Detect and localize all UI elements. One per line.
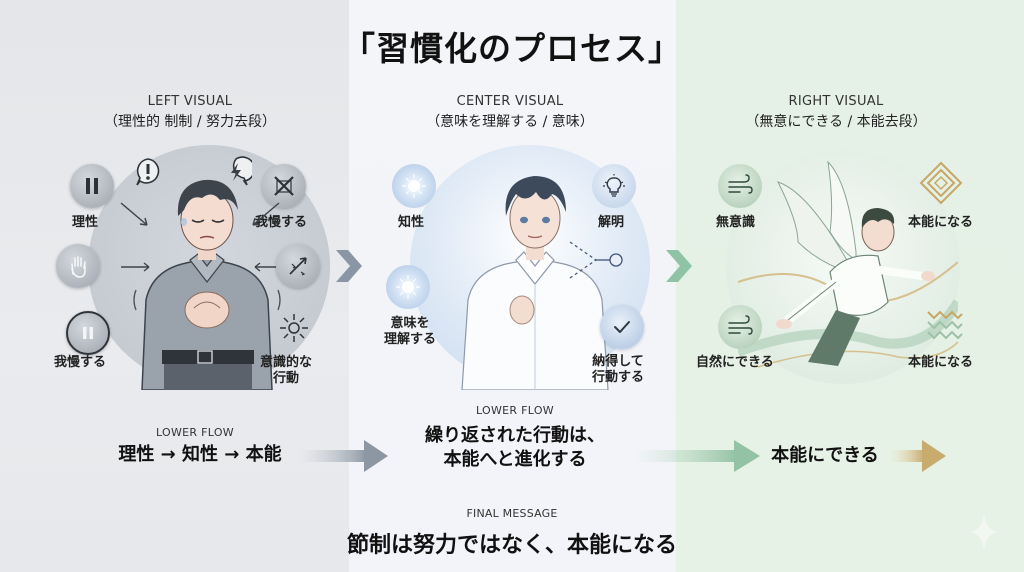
pause-circle-icon [66, 311, 110, 355]
lightning-bubble-icon [231, 156, 252, 186]
left-label-endure-top: 我慢する [255, 215, 308, 230]
wind-icon-top [718, 164, 762, 208]
chevron-right-icon [336, 250, 362, 282]
right-visual-heading: RIGHT VISUAL （無意にできる / 本能去段） [666, 94, 1006, 131]
flow-arrow-green [632, 440, 760, 472]
checkmark-icon [600, 305, 644, 349]
lower-flow-center-en: LOWER FLOW [476, 404, 554, 417]
right-label-become-instinct-bottom: 本能になる [908, 355, 974, 370]
center-label-act-with-conviction: 納得して 行動する [592, 354, 645, 386]
left-visual-heading: LEFT VISUAL （理性的 制制 / 努力去段） [20, 94, 360, 131]
final-message-en: FINAL MESSAGE [466, 507, 558, 520]
center-label-intellect: 知性 [398, 215, 425, 230]
chevron-right-icon-green [666, 250, 692, 282]
connector-icon [569, 241, 623, 279]
left-label-reason: 理性 [72, 215, 99, 230]
winged-person-illustration [738, 160, 958, 368]
right-label-become-instinct-top: 本能になる [908, 215, 974, 230]
diamond-icon [919, 161, 963, 205]
wind-icon-bottom [718, 305, 762, 349]
sparkle-icon [970, 514, 998, 550]
left-visual-heading-en: LEFT VISUAL [147, 94, 233, 109]
glow-sun-icon-top [392, 164, 436, 208]
lower-flow-center-jp: 繰り返された行動は、 本能へと進化する [390, 424, 640, 473]
lower-flow-left-en: LOWER FLOW [156, 426, 234, 439]
struggling-person-illustration [133, 179, 281, 390]
left-label-endure-bottom: 我慢する [54, 355, 107, 370]
flow-arrow-gold [890, 440, 946, 472]
pause-icon [70, 164, 114, 208]
center-label-elucidation: 解明 [598, 215, 625, 230]
page-title: 「習慣化のプロセス」 [342, 29, 682, 68]
flow-arrow-gray [300, 440, 388, 472]
sun-icon [280, 314, 308, 342]
lower-flow-left-jp: 理性 → 知性 → 本能 [118, 444, 282, 465]
center-visual-heading-en: CENTER VISUAL [456, 94, 564, 109]
center-label-understand-meaning: 意味を 理解する [384, 316, 437, 348]
right-visual-heading-jp: （無意にできる / 本能去段） [745, 114, 927, 130]
right-label-unconscious: 無意識 [716, 215, 756, 230]
zigzag-icon [927, 310, 963, 340]
left-visual-heading-jp: （理性的 制制 / 努力去段） [103, 114, 277, 130]
lower-flow-center-line1: 繰り返された行動は、 [425, 425, 605, 446]
right-visual-heading-en: RIGHT VISUAL [788, 94, 884, 109]
broken-arrow-icon [276, 244, 320, 288]
center-visual-heading: CENTER VISUAL （意味を理解する / 意味） [340, 94, 680, 131]
crossed-box-icon [262, 164, 306, 208]
lower-flow-right-jp: 本能にできる [771, 445, 879, 466]
right-label-can-do-naturally: 自然にできる [696, 355, 774, 370]
center-visual-heading-jp: （意味を理解する / 意味） [426, 114, 594, 130]
lightbulb-icon [592, 164, 636, 208]
lower-flow-center-line2: 本能へと進化する [443, 449, 587, 471]
glow-sun-icon-bottom [386, 265, 430, 309]
understanding-person-illustration [461, 176, 609, 390]
exclamation-bubble-icon [136, 158, 160, 186]
left-label-conscious-action: 意識的な 行動 [260, 355, 313, 387]
hand-stop-icon [56, 244, 100, 288]
final-message-jp: 節制は努力ではなく、本能になる [346, 533, 677, 558]
inward-arrows [120, 202, 281, 272]
